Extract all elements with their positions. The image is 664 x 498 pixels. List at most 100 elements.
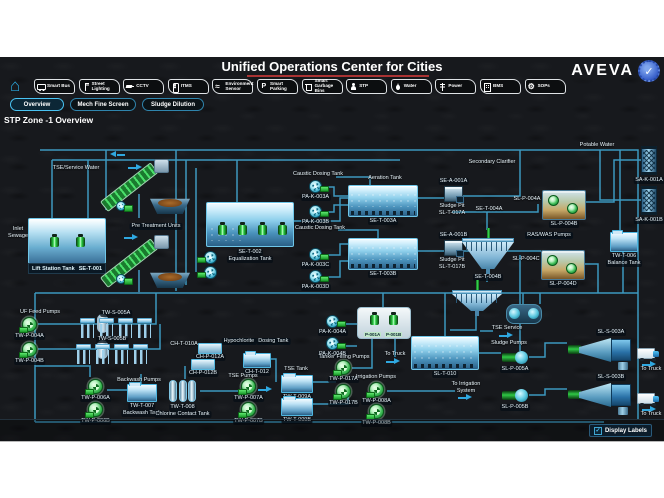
tab-cctv[interactable]: CCTV bbox=[123, 79, 165, 94]
subtab-overview[interactable]: Overview bbox=[10, 98, 64, 111]
lift-station-tank[interactable]: Lift Station Tank SE-T-001 bbox=[28, 218, 106, 274]
ch-t-012-tank[interactable]: CH-T-012 bbox=[243, 351, 271, 376]
subtab-sludge-dilution[interactable]: Sludge Dilution bbox=[142, 98, 204, 111]
tab-itms[interactable]: ITMS bbox=[167, 79, 209, 94]
centrifuge-b[interactable]: SL-S-003B bbox=[568, 374, 634, 415]
tab-bms[interactable]: BMS bbox=[480, 79, 521, 94]
tab-parking[interactable]: Smart Parking bbox=[257, 79, 298, 94]
transfer-pump-icon[interactable] bbox=[389, 312, 398, 325]
tse-service-water-label-line1: TSE/Service Water bbox=[52, 165, 100, 171]
tab-stp[interactable]: STP bbox=[346, 79, 388, 94]
fan-pa-k-003c[interactable]: PA-K-003C bbox=[300, 248, 331, 269]
fan-eq-a[interactable] bbox=[197, 251, 217, 264]
pump-uf-b[interactable]: TW-P-004B bbox=[13, 342, 46, 365]
sludge-transfer-box[interactable]: P-001A P-001B bbox=[357, 307, 411, 339]
fan-screen-a[interactable] bbox=[116, 201, 133, 212]
tanker-filling-label-line1: Tanker Filling Pumps bbox=[318, 354, 370, 360]
aeration-tank-b[interactable]: SE-T-003B bbox=[348, 238, 418, 278]
tab-sop[interactable]: SOPs bbox=[524, 79, 566, 94]
ch-p-012a[interactable]: CH-P-012A bbox=[194, 343, 226, 361]
home-icon[interactable]: ⌂ bbox=[10, 76, 21, 95]
pump-backwash-b[interactable]: TW-P-006B bbox=[79, 402, 112, 425]
tab-water[interactable]: Water bbox=[390, 79, 432, 94]
fan-pa-k-003a[interactable]: PA-K-003A bbox=[300, 180, 331, 201]
pump-tanker-a[interactable]: TW-P-017A bbox=[327, 360, 360, 383]
tower-sa-k-001a[interactable]: SA-K-001A bbox=[633, 146, 664, 184]
sludge-pit-b-label-line2: SL-T-017B bbox=[438, 263, 466, 270]
clarifier-a[interactable]: SE-T-004B bbox=[462, 228, 514, 281]
to-truck-a-label: To Truck bbox=[641, 366, 662, 373]
pumpbox-sl-p-004ab[interactable]: SL-P-004B bbox=[542, 190, 586, 228]
pump-tanker-b[interactable]: TW-P-017B bbox=[327, 384, 360, 407]
tab-power[interactable]: Power bbox=[435, 79, 477, 94]
pump-irrigation-a[interactable]: TW-P-008A bbox=[360, 382, 393, 405]
ras-pump-icon[interactable] bbox=[547, 255, 558, 266]
lift-pump-icon[interactable] bbox=[76, 234, 85, 247]
screen-b[interactable] bbox=[99, 235, 178, 298]
ras-pump-icon[interactable] bbox=[566, 263, 577, 274]
fan-pa-k-003b[interactable]: PA-K-003B bbox=[300, 205, 331, 226]
fan-screen-b[interactable] bbox=[116, 274, 133, 285]
potable-water-label-line1: Potable Water bbox=[579, 142, 615, 148]
eq-pump-icon[interactable] bbox=[278, 222, 287, 236]
centrifuge-a[interactable]: SL-S-003A bbox=[568, 329, 634, 370]
clarifier-b[interactable] bbox=[452, 280, 502, 316]
tab-sensor[interactable]: Environment Sensor bbox=[212, 79, 253, 94]
sludge-pit-a-label-line2: SL-T-017A bbox=[438, 209, 466, 216]
uf-rack-a[interactable]: TW-S-005A bbox=[80, 310, 152, 338]
febox-a[interactable]: SE-A-001A bbox=[438, 178, 469, 203]
stp-icon bbox=[349, 82, 357, 91]
fan-eq-b[interactable] bbox=[197, 266, 217, 279]
tab-light[interactable]: Street Lighting bbox=[78, 79, 120, 94]
display-labels-checkbox[interactable]: ✓ bbox=[593, 426, 602, 435]
equipment-label: TW-P-017A bbox=[327, 376, 360, 383]
pump-sl-p-005b[interactable]: SL-P-005B bbox=[500, 389, 530, 411]
tse-tank-b[interactable]: TW-T-009B bbox=[281, 396, 313, 424]
display-labels-toggle[interactable]: ✓ Display Labels bbox=[588, 424, 652, 437]
uf-rack-b[interactable]: TW-S-005B bbox=[76, 336, 148, 364]
sl-t-010-tank[interactable]: SL-T-010 bbox=[411, 336, 479, 378]
pump-irrigation-b[interactable]: TW-P-008B bbox=[360, 404, 393, 427]
screen-a[interactable] bbox=[99, 159, 178, 222]
aeration-tank-a[interactable]: SE-T-003A bbox=[348, 185, 418, 225]
fan-pa-k-004b[interactable]: PA-K-004B bbox=[317, 337, 348, 358]
heat-exchanger[interactable] bbox=[506, 304, 542, 324]
pump-tse-a[interactable]: TW-P-007A bbox=[232, 379, 265, 402]
ras-pump-icon[interactable] bbox=[548, 195, 559, 206]
pump-backwash-a[interactable]: TW-P-006A bbox=[79, 379, 112, 402]
eq-pump-icon[interactable] bbox=[258, 222, 267, 236]
ras-pump-icon[interactable] bbox=[567, 203, 578, 214]
main-panel bbox=[0, 57, 664, 441]
irrigation-pumps-label: Irrigation Pumps bbox=[356, 374, 396, 381]
tower-sa-k-001b[interactable]: SA-K-001B bbox=[633, 186, 664, 224]
tse-tank-a[interactable]: TW-T-009A bbox=[281, 373, 313, 401]
sl-p-004a-label-line1: SL-P-004A bbox=[513, 196, 541, 202]
fan-pa-k-003d[interactable]: PA-K-003D bbox=[300, 270, 331, 291]
lift-pump-icon[interactable] bbox=[50, 234, 59, 247]
arrow-truck-mid bbox=[386, 358, 401, 365]
tse-service-water-label: TSE/Service Water bbox=[53, 165, 100, 172]
equipment-label: TW-P-006A bbox=[79, 395, 112, 402]
subtab-mech-fine-screen[interactable]: Mech Fine Screen bbox=[70, 98, 136, 111]
eq-pump-icon[interactable] bbox=[238, 222, 247, 236]
uf-module-icon bbox=[95, 344, 110, 364]
transfer-pump-icon[interactable] bbox=[370, 312, 379, 325]
febox-b[interactable]: SE-A-001B bbox=[438, 232, 469, 257]
tab-bus[interactable]: Smart Bus bbox=[34, 79, 75, 94]
equipment-label: PA-K-004B bbox=[317, 351, 348, 358]
tab-trash[interactable]: Smart Garbage Bins bbox=[301, 78, 343, 94]
parking-icon bbox=[260, 83, 268, 91]
pump-sl-p-005a[interactable]: SL-P-005A bbox=[500, 351, 530, 373]
fan-pa-k-004a[interactable]: PA-K-004A bbox=[317, 315, 348, 336]
pumpbox-sl-p-004cd[interactable]: SL-P-004D bbox=[541, 250, 585, 288]
ch-p-012b[interactable]: CH-P-012B bbox=[187, 359, 219, 377]
pump-uf-a[interactable]: TW-P-004A bbox=[13, 317, 46, 340]
equipment-label: PA-K-003D bbox=[300, 284, 331, 291]
eq-pump-icon[interactable] bbox=[218, 222, 227, 236]
pump-tse-b[interactable]: TW-P-007B bbox=[232, 402, 265, 425]
